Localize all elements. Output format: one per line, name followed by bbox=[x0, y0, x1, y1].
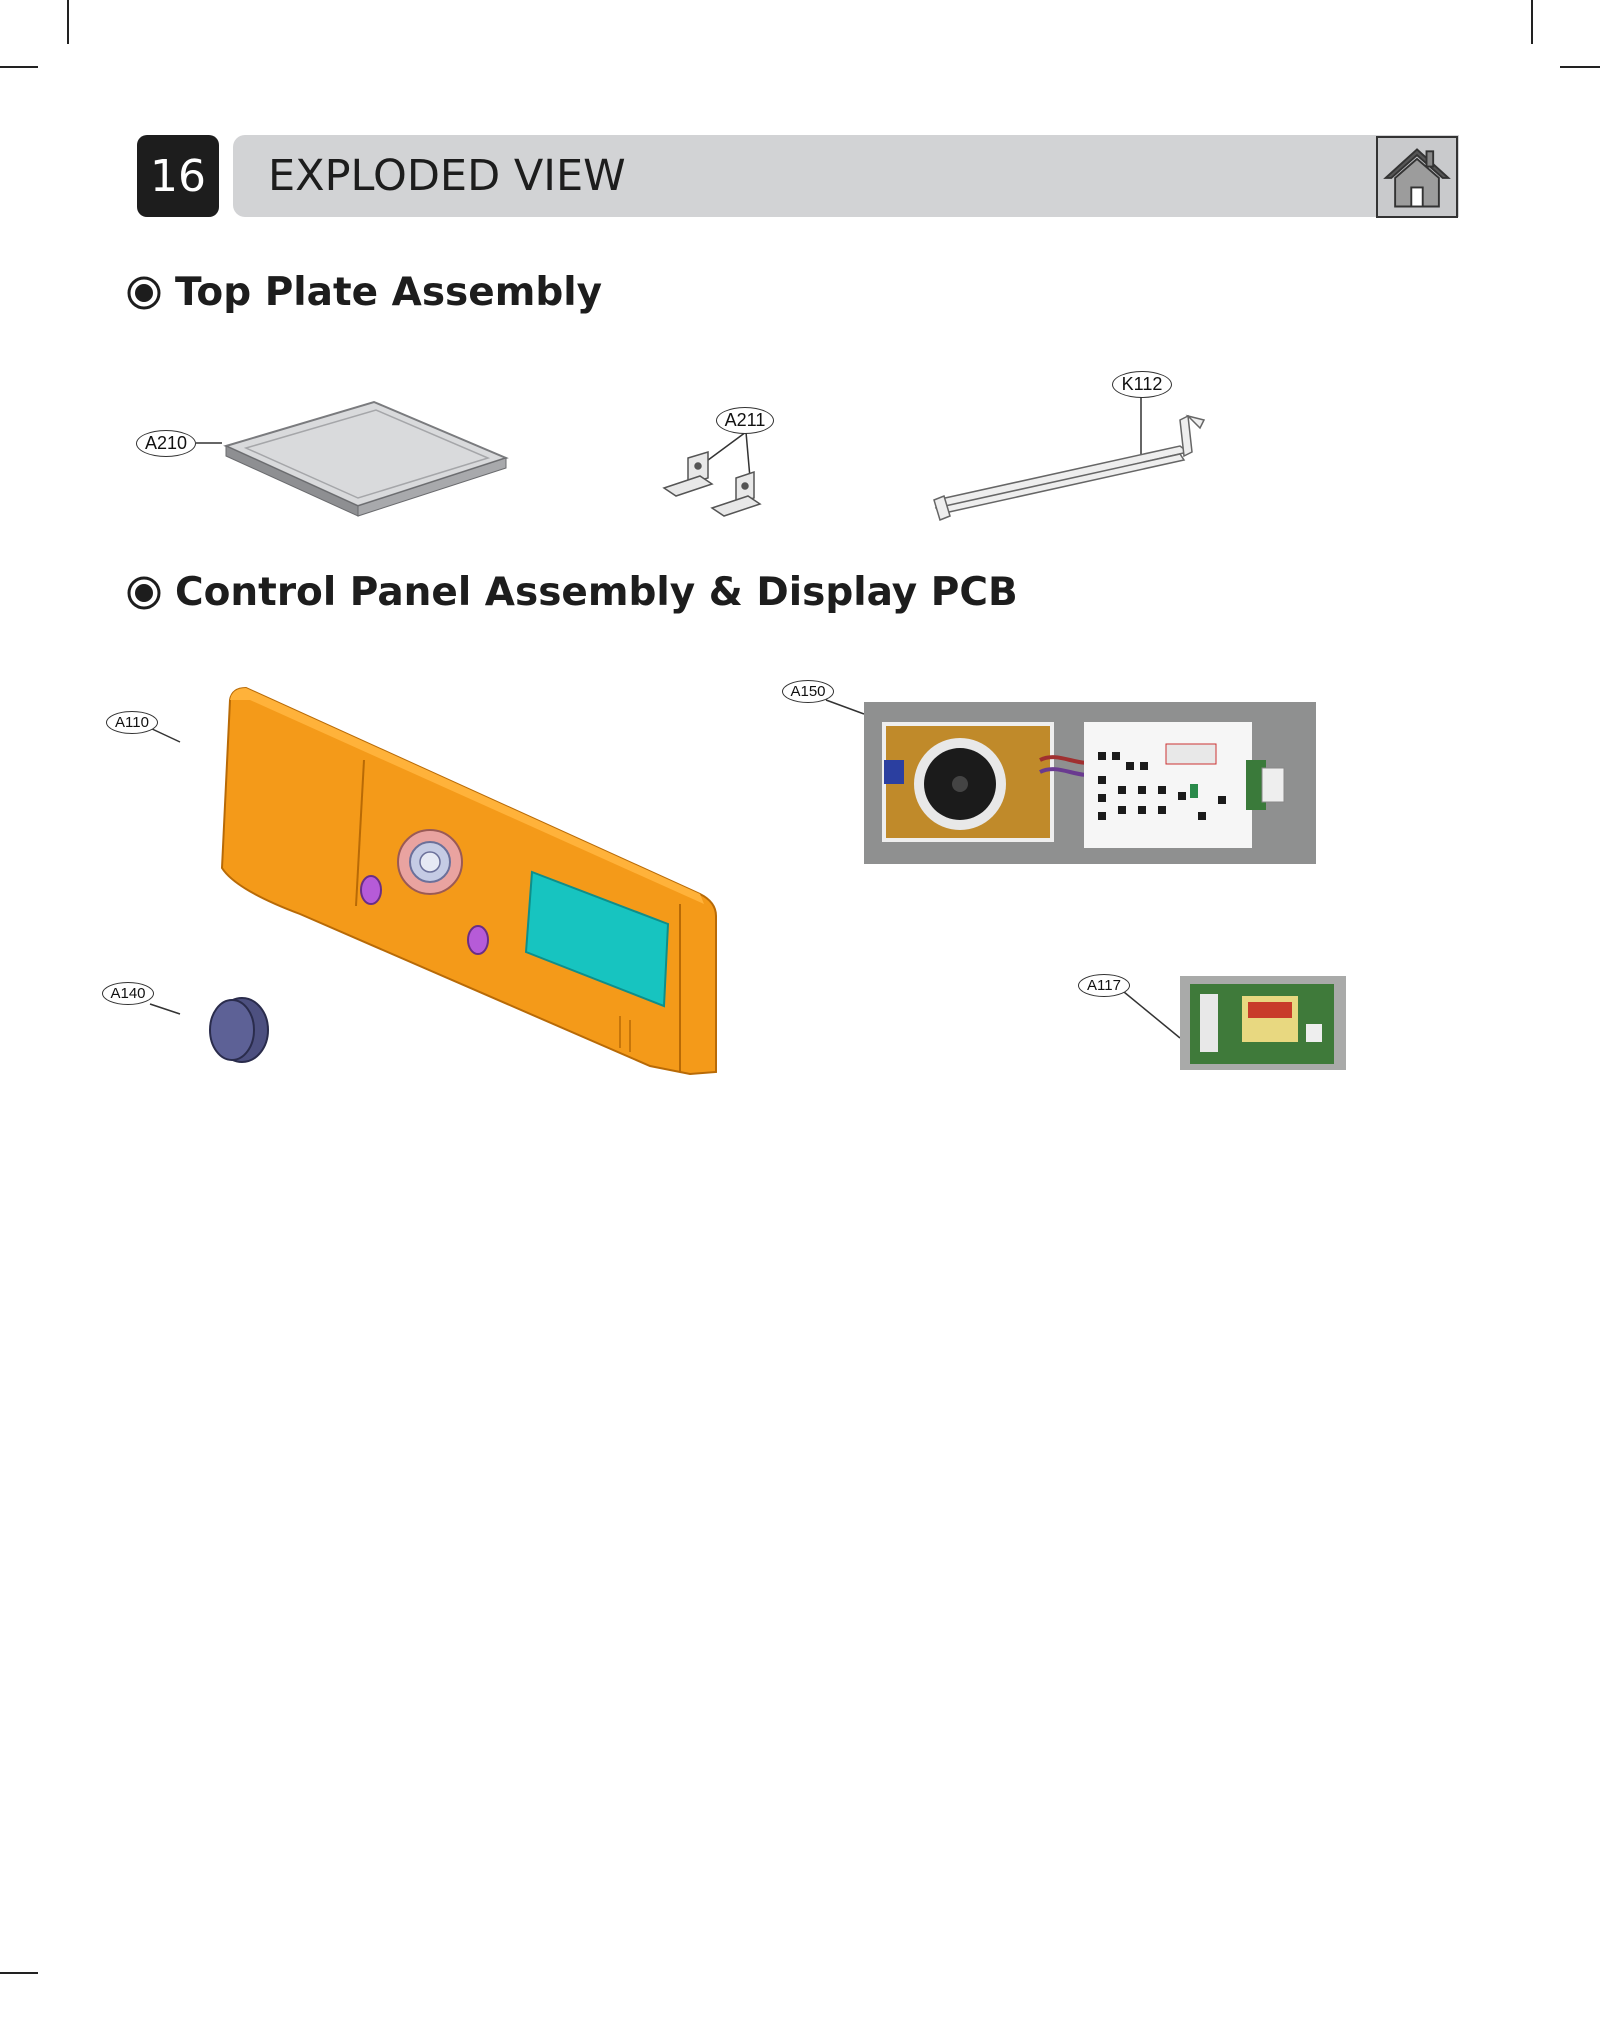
crop-mark bbox=[1560, 66, 1600, 68]
home-button[interactable] bbox=[1376, 136, 1458, 218]
bullet-icon bbox=[127, 576, 161, 609]
callout-a211: A211 bbox=[716, 407, 774, 434]
crop-mark bbox=[1531, 0, 1533, 44]
section-title: EXPLODED VIEW bbox=[268, 151, 626, 201]
bullet-icon bbox=[127, 276, 161, 309]
heading-top-plate-text: Top Plate Assembly bbox=[175, 270, 603, 315]
rail-drawing bbox=[933, 414, 1206, 522]
control-panel-drawing bbox=[220, 686, 717, 1076]
display-pcb-photo bbox=[864, 702, 1316, 864]
crop-mark bbox=[67, 0, 69, 44]
exploded-view-drawing bbox=[149, 396, 1346, 1076]
knob-drawing bbox=[209, 997, 269, 1063]
crop-mark bbox=[0, 1972, 38, 1974]
heading-control-panel: Control Panel Assembly & Display PCB bbox=[127, 570, 1018, 615]
callout-a150: A150 bbox=[782, 680, 834, 703]
small-pcb-photo bbox=[1180, 976, 1346, 1070]
crop-mark bbox=[0, 66, 38, 68]
top-plate-drawing bbox=[223, 400, 509, 517]
callout-a110: A110 bbox=[106, 711, 158, 734]
section-number: 16 bbox=[137, 135, 219, 217]
callout-a140: A140 bbox=[102, 982, 154, 1005]
section-header-bar: EXPLODED VIEW bbox=[233, 135, 1459, 217]
callout-a210: A210 bbox=[136, 430, 196, 457]
bracket-drawing bbox=[662, 450, 762, 517]
home-icon bbox=[1383, 148, 1451, 208]
callout-a117: A117 bbox=[1078, 974, 1130, 997]
callout-k112: K112 bbox=[1112, 371, 1172, 398]
heading-top-plate: Top Plate Assembly bbox=[127, 270, 602, 315]
heading-control-panel-text: Control Panel Assembly & Display PCB bbox=[175, 570, 1018, 615]
